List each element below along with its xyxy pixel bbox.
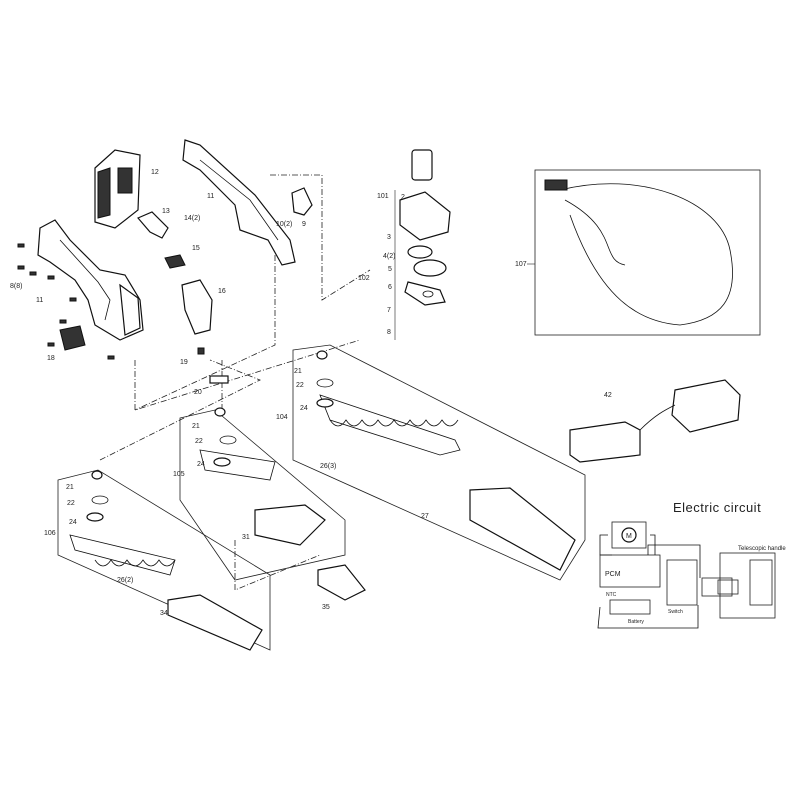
part-label: 6 (388, 284, 392, 291)
wiring-harness-box (534, 169, 761, 336)
part-label: 19 (180, 359, 188, 366)
telescopic-handle-label: Telescopic handle (738, 546, 786, 552)
part-label: 22 (296, 382, 304, 389)
switch-parts (59, 211, 213, 351)
part-label: 12 (151, 169, 159, 176)
electric-circuit: Electric circuit M PCM Switch Telescopic… (597, 500, 786, 629)
part-label: 4(2) (383, 253, 395, 260)
part-label: 20 (194, 389, 202, 396)
part-label: 21 (294, 368, 302, 375)
part-label: 8 (387, 329, 391, 336)
part-label: 102 (358, 275, 370, 282)
part-label: 27 (421, 513, 429, 520)
part-label: 107 (515, 261, 527, 268)
battery-pack (94, 149, 141, 229)
part-label: 14(2) (184, 215, 200, 222)
part-label: 34 (160, 610, 168, 617)
part-label: 104 (276, 414, 288, 421)
part-label: 18 (47, 355, 55, 362)
part-label: 26(3) (320, 463, 336, 470)
part-label: 7 (387, 307, 391, 314)
battery-label: Battery (628, 619, 644, 625)
ntc-label: NTC (606, 592, 617, 598)
part-label: 9 (302, 221, 306, 228)
part-label: 21 (66, 484, 74, 491)
part-label: 5 (388, 266, 392, 273)
circuit-title: Electric circuit (673, 500, 761, 515)
part-label: 3 (387, 234, 391, 241)
part-label: 13 (162, 208, 170, 215)
part-label: 24 (300, 405, 308, 412)
part-label: 106 (44, 530, 56, 537)
charger (569, 379, 741, 463)
handle-housing (37, 219, 144, 341)
part-label: 101 (377, 193, 389, 200)
blade-assemblies (57, 344, 586, 651)
part-label: 26(2) (117, 577, 133, 584)
motor-gearbox (394, 149, 451, 340)
upper-housing (182, 139, 313, 266)
assembly-dash-lines (99, 174, 371, 591)
part-label: 31 (242, 534, 250, 541)
part-label: 2 (401, 194, 405, 201)
pcm-label: PCM (605, 571, 621, 578)
part-label: 8(8) (10, 283, 22, 290)
part-label: 35 (322, 604, 330, 611)
part-label: 22 (67, 500, 75, 507)
screws (17, 243, 229, 384)
part-label: 15 (192, 245, 200, 252)
part-label: 10(2) (276, 221, 292, 228)
part-label: 42 (604, 392, 612, 399)
part-label: 24 (197, 461, 205, 468)
part-label: 24 (69, 519, 77, 526)
part-label: 11 (36, 297, 43, 304)
part-label: 11 (207, 193, 214, 200)
part-labels: 12 11 13 14(2) 10(2) 9 15 16 11 8(8) 18 … (10, 169, 612, 617)
part-label: 105 (173, 471, 185, 478)
part-label: 21 (192, 423, 200, 430)
part-label: 16 (218, 288, 226, 295)
switch-label: Switch (668, 609, 683, 615)
part-label: 22 (195, 438, 203, 445)
motor-symbol: M (626, 533, 632, 540)
